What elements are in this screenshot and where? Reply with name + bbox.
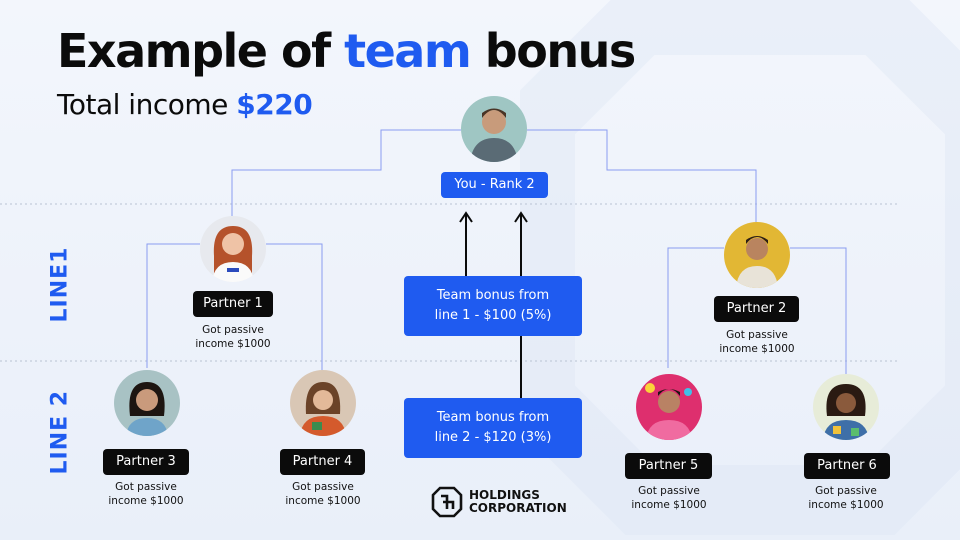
connector-p1-right <box>266 243 323 370</box>
bonus-line2-title: Team bonus from <box>436 410 550 425</box>
connector-p2-left <box>667 247 724 368</box>
person-avatar-icon <box>813 374 879 440</box>
partner-3-label: Partner 3 <box>103 449 189 475</box>
partner-2-label: Partner 2 <box>714 296 799 322</box>
avatar-partner-6 <box>813 374 879 440</box>
person-avatar-icon <box>200 216 266 282</box>
bonus-line1-amount: line 1 - $100 (5%) <box>434 308 552 323</box>
partner-4-label: Partner 4 <box>280 449 365 475</box>
you-rank-badge: You - Rank 2 <box>441 172 548 198</box>
avatar-you <box>461 96 527 162</box>
connector-you-right <box>527 129 757 222</box>
company-name: HOLDINGS CORPORATION <box>469 488 567 515</box>
total-income-amount: $220 <box>236 88 313 121</box>
page-title: Example of team bonus <box>57 24 636 78</box>
person-avatar-icon <box>290 370 356 436</box>
partner-1-label: Partner 1 <box>193 291 273 317</box>
avatar-partner-5 <box>636 374 702 440</box>
person-avatar-icon <box>461 96 527 162</box>
bonus-box-line2: Team bonus from line 2 - $120 (3%) <box>404 398 582 458</box>
connector-p2-right <box>790 247 847 374</box>
holdings-logo-icon <box>431 486 463 518</box>
bonus-line1-title: Team bonus from <box>436 288 550 303</box>
avatar-partner-1 <box>200 216 266 282</box>
total-income-label: Total income <box>57 88 228 121</box>
level-label-line2: LINE 2 <box>47 389 73 475</box>
avatar-partner-4 <box>290 370 356 436</box>
person-avatar-icon <box>636 374 702 440</box>
person-avatar-icon <box>724 222 790 288</box>
total-income: Total income $220 <box>57 88 313 121</box>
avatar-partner-2 <box>724 222 790 288</box>
connector-p1-left <box>146 243 200 368</box>
bonus-box-line1: Team bonus from line 1 - $100 (5%) <box>404 276 582 336</box>
level-label-line1: LINE1 <box>47 246 73 323</box>
connector-you-left <box>231 129 461 216</box>
person-avatar-icon <box>114 370 180 436</box>
title-highlight: team <box>344 24 472 78</box>
background-logo-watermark <box>520 0 960 535</box>
arrow-up-icon <box>459 211 528 398</box>
partner-5-label: Partner 5 <box>625 453 712 479</box>
company-logo: HOLDINGS CORPORATION <box>431 486 567 518</box>
bonus-line2-amount: line 2 - $120 (3%) <box>434 430 552 445</box>
partner-6-label: Partner 6 <box>804 453 890 479</box>
avatar-partner-3 <box>114 370 180 436</box>
